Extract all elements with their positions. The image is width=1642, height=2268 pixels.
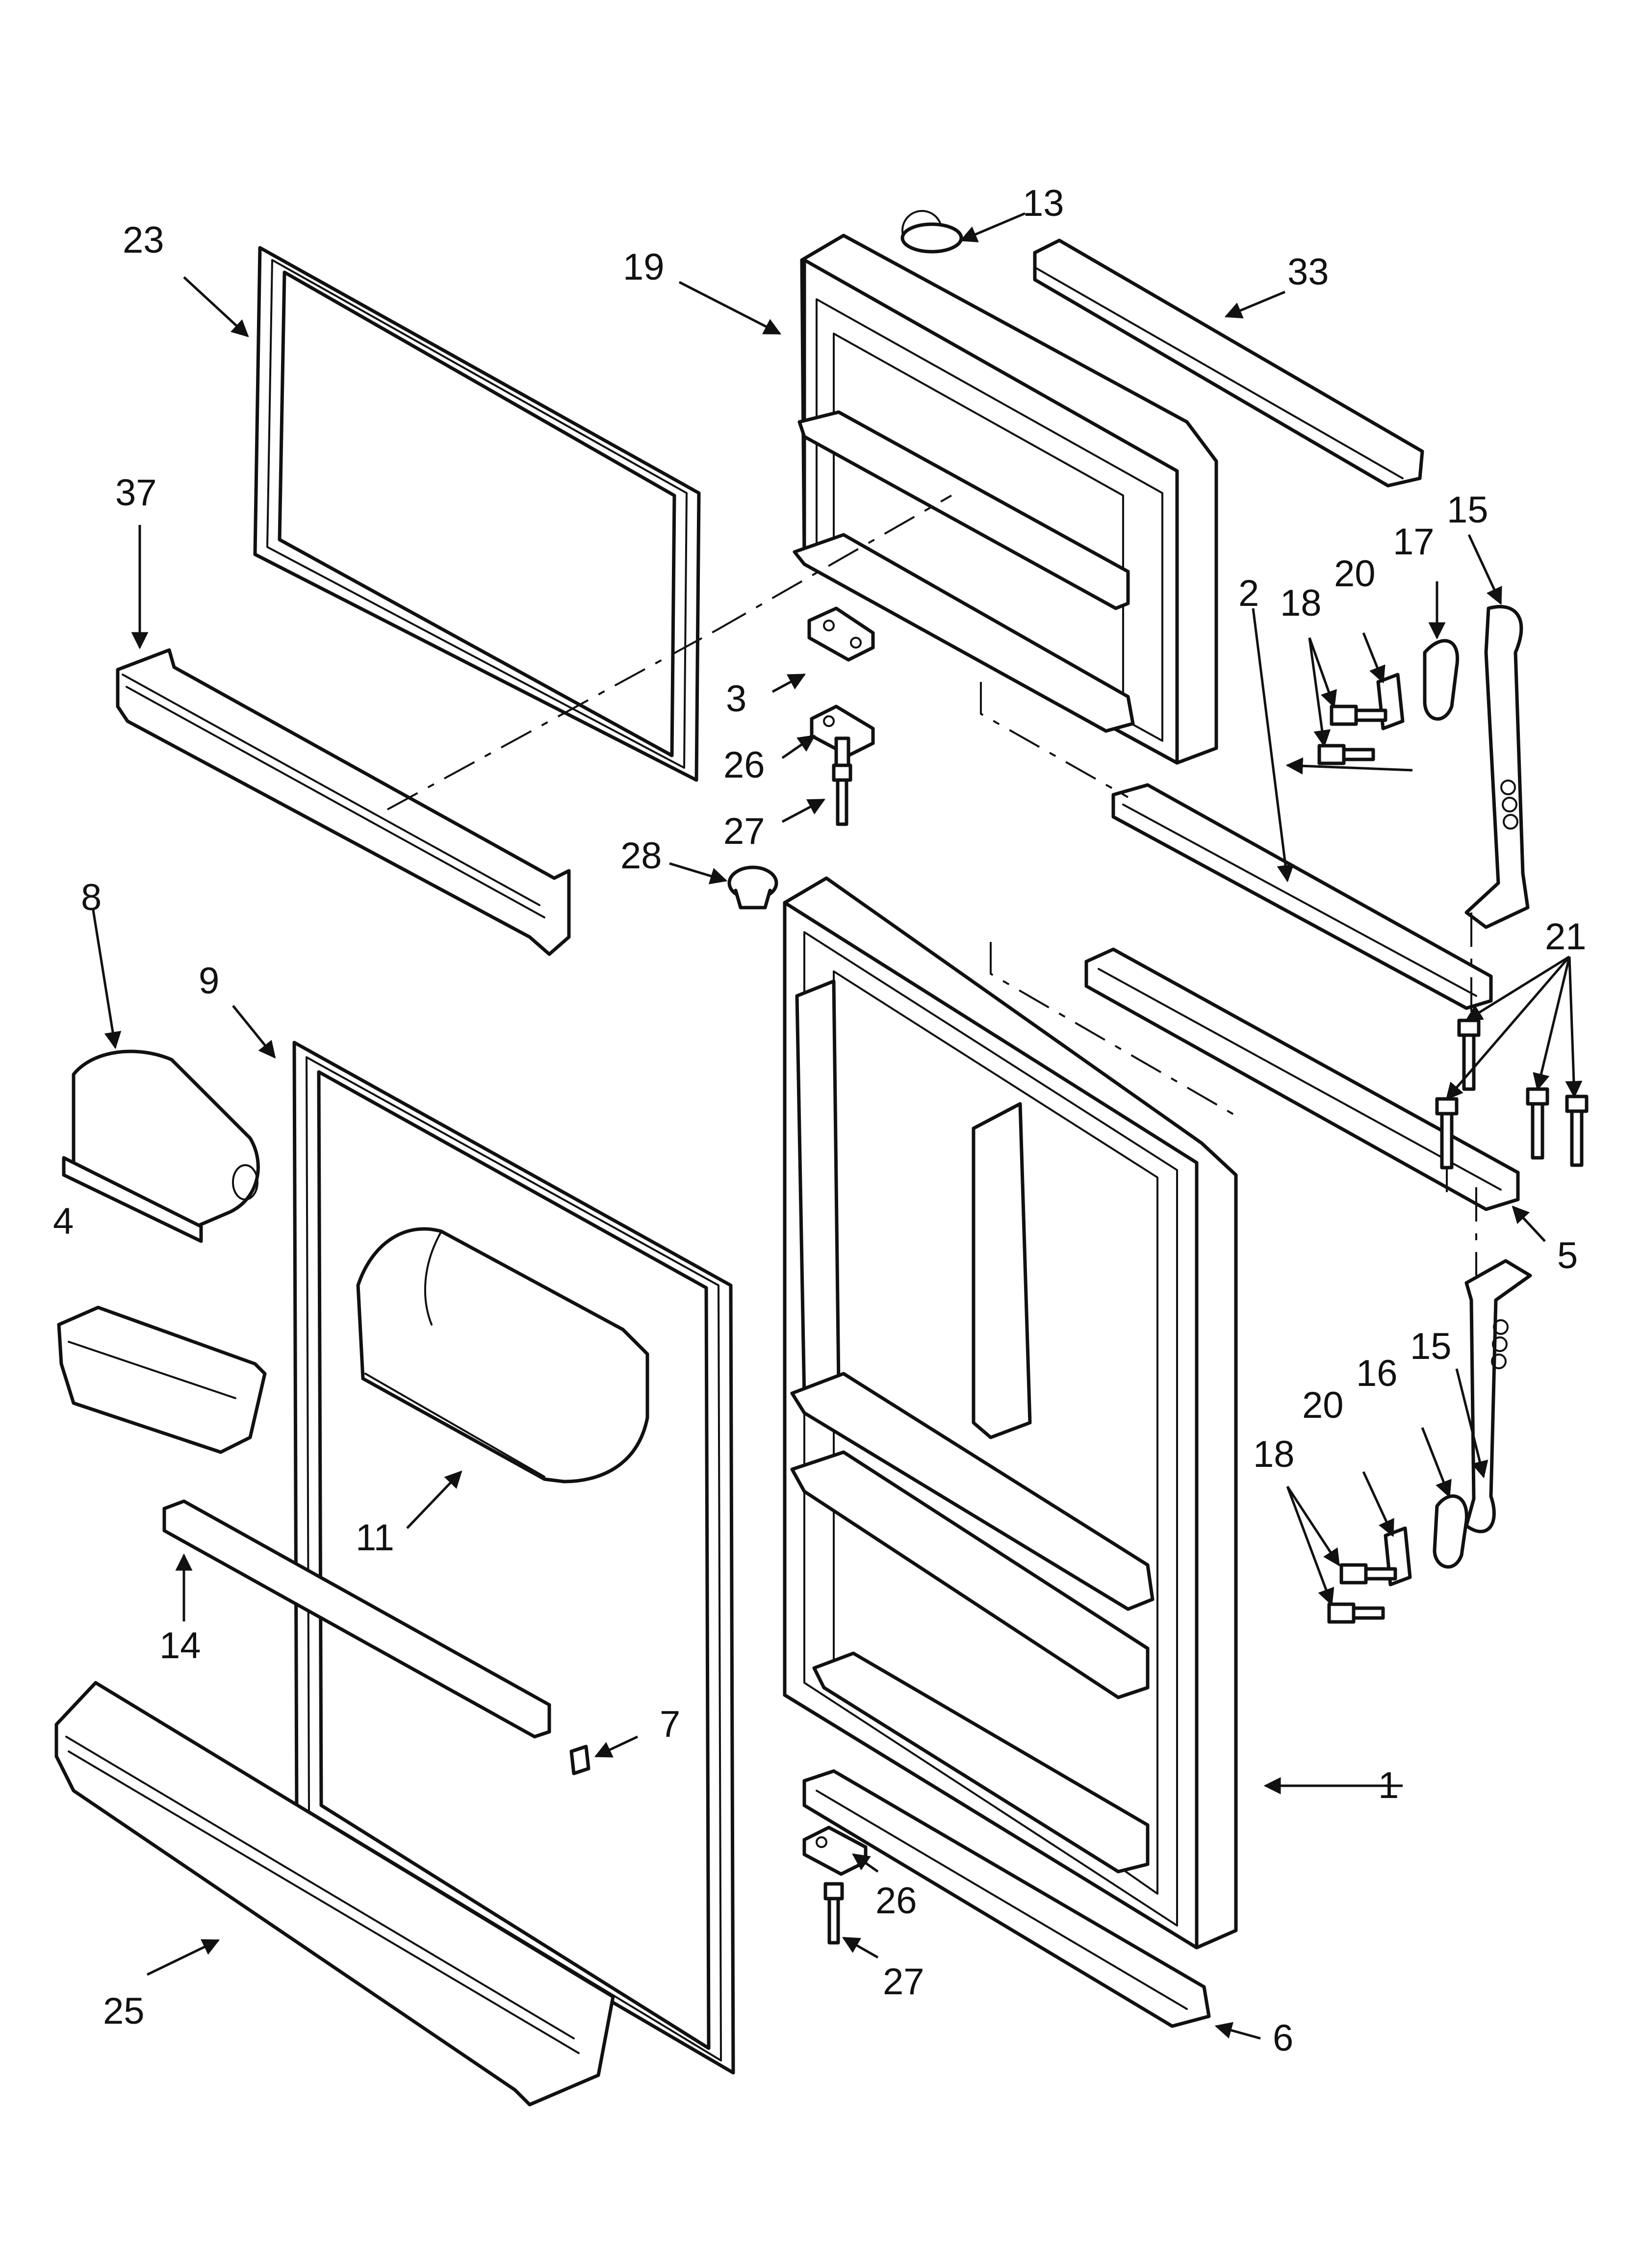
callout-23: 23 (123, 219, 164, 261)
callout-14: 14 (159, 1625, 201, 1667)
trim-end-cap (569, 1745, 590, 1775)
freezer-door-shelf (116, 648, 571, 956)
fresh-food-door (783, 876, 1238, 1950)
callout-19: 19 (623, 246, 665, 288)
freezer-door-handle (1464, 605, 1530, 929)
large-door-bin (54, 1681, 615, 2107)
lower-hinge-screw (823, 1882, 844, 1945)
upper-door-bracket (1111, 783, 1493, 1010)
callout-11: 11 (356, 1517, 394, 1559)
bottom-door-trim (802, 1769, 1211, 2028)
alignment-lines (387, 495, 1477, 1276)
hinge-screws (1435, 1018, 1589, 1170)
hinge-plate (807, 606, 875, 662)
lower-handle-end-cap (1433, 1494, 1468, 1569)
callout-37: 37 (115, 472, 157, 514)
callout-20-lower: 20 (1302, 1384, 1344, 1426)
freezer-door-top-trim (1033, 238, 1424, 488)
door-cap (900, 222, 963, 254)
callout-16: 16 (1356, 1353, 1398, 1394)
callout-9: 9 (199, 960, 219, 1002)
upper-handle-end-cap (1423, 639, 1459, 721)
callout-28: 28 (620, 835, 662, 877)
callout-20-upper: 20 (1334, 553, 1376, 595)
callout-7: 7 (660, 1703, 680, 1745)
freezer-door-gasket (253, 246, 701, 782)
callout-21: 21 (1545, 916, 1587, 958)
dairy-compartment (356, 1227, 649, 1484)
callout-26-upper: 26 (723, 744, 765, 786)
callout-8: 8 (81, 877, 102, 918)
callout-6: 6 (1273, 2017, 1293, 2059)
callout-17: 17 (1393, 521, 1435, 563)
center-hinge-trim (1084, 947, 1520, 1211)
lower-handle-screws (1327, 1563, 1397, 1624)
hole-plug (727, 865, 778, 910)
upper-handle-screws (1317, 704, 1387, 765)
fresh-food-door-handle (1464, 1259, 1532, 1534)
callout-1: 1 (1378, 1765, 1399, 1806)
callout-5: 5 (1557, 1235, 1578, 1277)
callout-15-upper: 15 (1447, 489, 1488, 531)
callout-labels: 1 2 3 4 5 6 7 8 9 11 13 14 15 15 16 17 1… (53, 182, 1587, 2059)
freezer-door (793, 210, 1218, 765)
callout-27-lower: 27 (883, 1961, 924, 2003)
callout-13: 13 (1023, 182, 1064, 224)
callout-3: 3 (726, 678, 746, 720)
upper-hinge-screw (832, 763, 852, 826)
callout-15-lower: 15 (1410, 1326, 1452, 1367)
callout-2: 2 (1238, 573, 1259, 614)
callout-4: 4 (53, 1200, 74, 1242)
callout-27-upper: 27 (723, 810, 765, 852)
callout-18-upper: 18 (1280, 582, 1322, 624)
shelf-trim (162, 1499, 551, 1739)
leader-lines (92, 212, 1583, 2040)
callout-26-lower: 26 (875, 1880, 917, 1922)
callout-18-lower: 18 (1253, 1434, 1295, 1475)
dairy-door (62, 1049, 260, 1243)
callout-33: 33 (1287, 251, 1329, 293)
callout-25: 25 (103, 1990, 145, 2032)
small-door-bin (57, 1305, 267, 1454)
